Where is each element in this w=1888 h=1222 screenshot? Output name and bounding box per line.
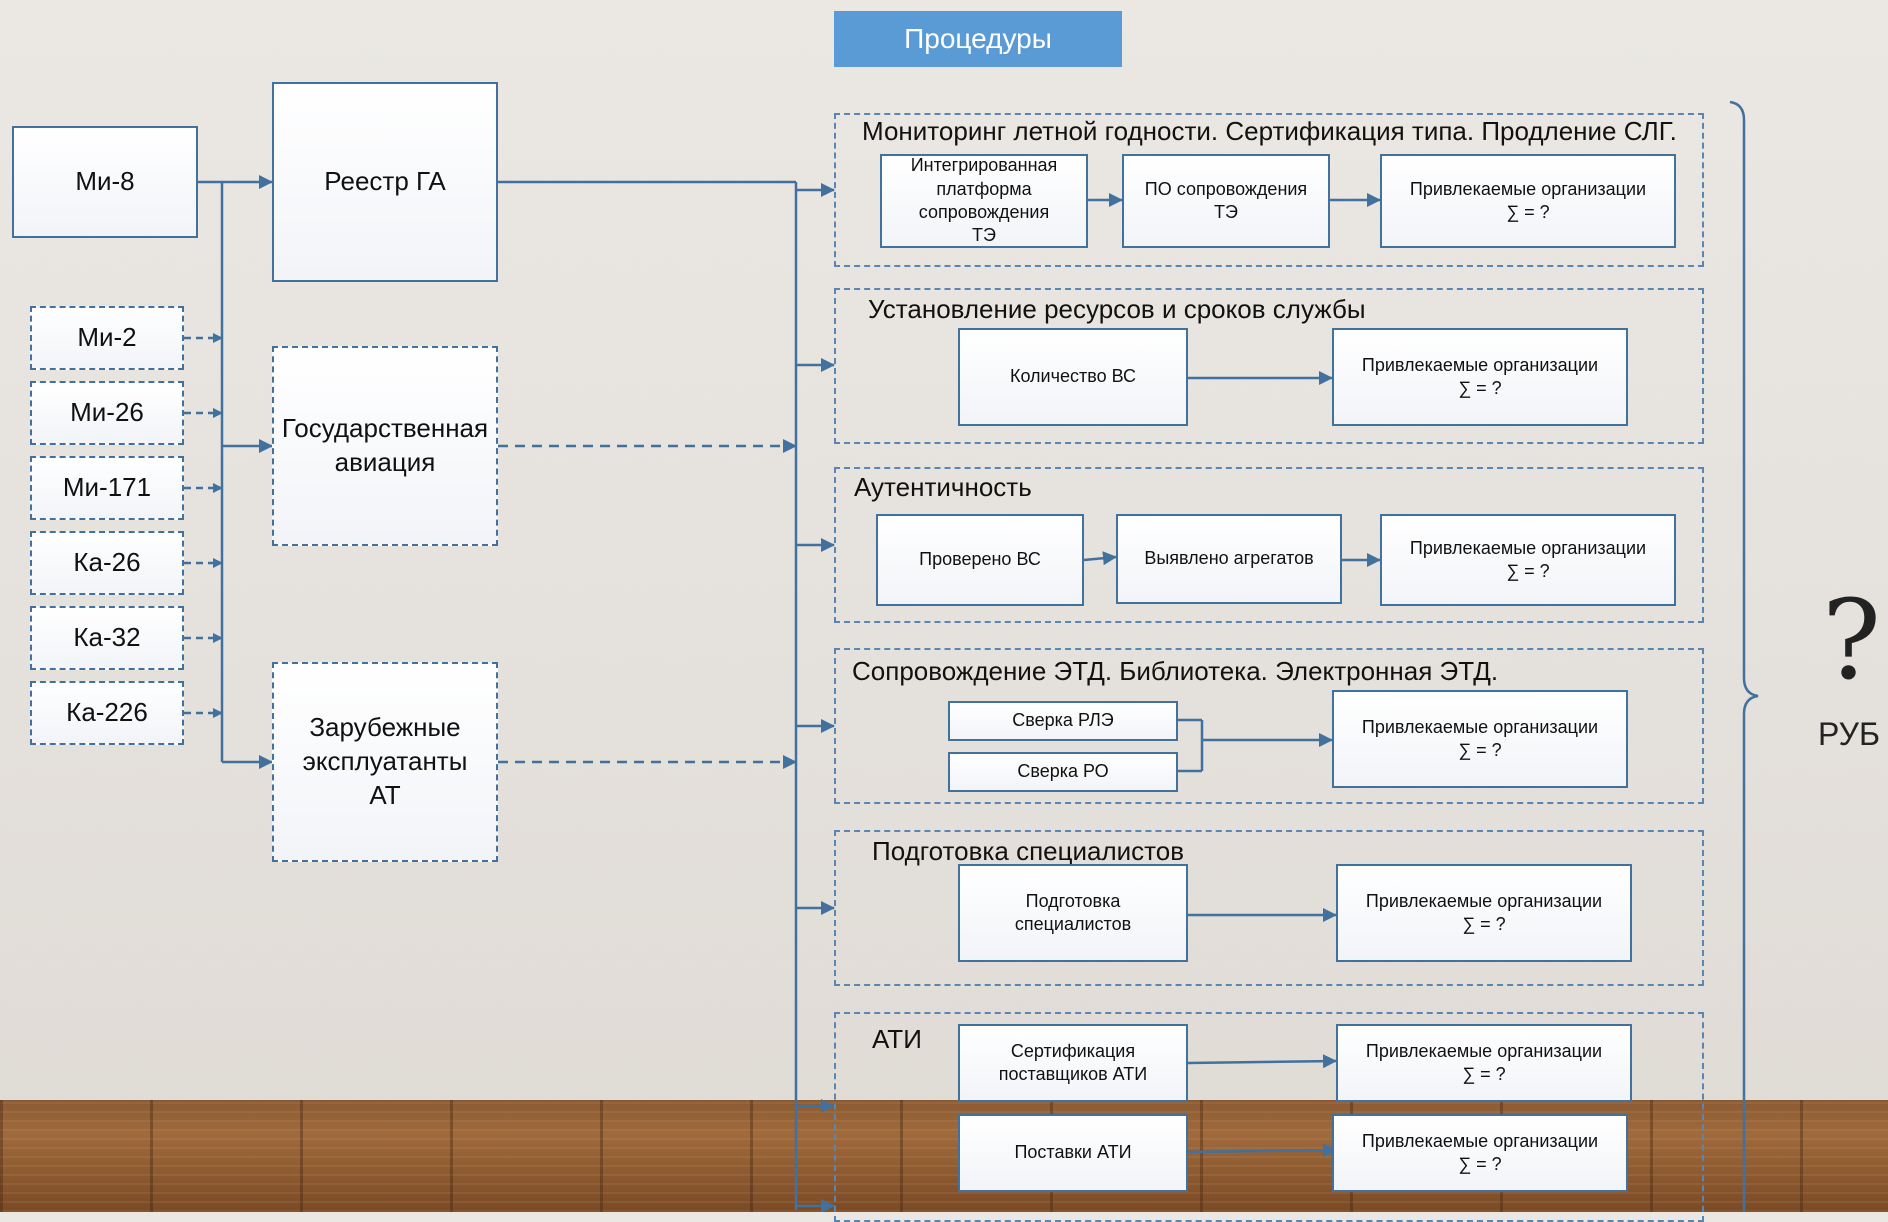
procedure-title-etd: Сопровождение ЭТД. Библиотека. Электронн… bbox=[852, 656, 1499, 686]
step-units-found: Выявлено агрегатов bbox=[1116, 514, 1342, 604]
result-label: Привлекаемые организации bbox=[1361, 354, 1599, 375]
result-organizations-3: Привлекаемые организации ∑ = ? bbox=[1380, 514, 1676, 606]
step-aircraft-count: Количество ВС bbox=[958, 328, 1188, 426]
result-organizations-7: Привлекаемые организации ∑ = ? bbox=[1332, 1114, 1628, 1192]
aircraft-mi26: Ми-26 bbox=[30, 381, 184, 445]
step-ati-supplies: Поставки АТИ bbox=[958, 1114, 1188, 1192]
result-label: Привлекаемые организации bbox=[1361, 716, 1599, 737]
result-sum: ∑ = ? bbox=[1462, 914, 1506, 934]
aircraft-mi171: Ми-171 bbox=[30, 456, 184, 520]
step-rle-check: Сверка РЛЭ bbox=[948, 701, 1178, 741]
procedure-frame-etd bbox=[834, 648, 1704, 804]
aircraft-ka226: Ка-226 bbox=[30, 681, 184, 745]
result-organizations-1: Привлекаемые организации ∑ = ? bbox=[1380, 154, 1676, 248]
aircraft-mi8: Ми-8 bbox=[12, 126, 198, 238]
procedures-header: Процедуры bbox=[834, 11, 1122, 67]
foreign-operators-box: Зарубежные эксплуатанты АТ bbox=[272, 662, 498, 862]
aircraft-mi2: Ми-2 bbox=[30, 306, 184, 370]
procedure-title-training: Подготовка специалистов bbox=[872, 836, 1185, 866]
result-sum: ∑ = ? bbox=[1458, 740, 1502, 760]
step-ro-check: Сверка РО bbox=[948, 752, 1178, 792]
result-label: Привлекаемые организации bbox=[1409, 537, 1647, 558]
result-label: Привлекаемые организации bbox=[1361, 1130, 1599, 1151]
result-sum: ∑ = ? bbox=[1506, 561, 1550, 581]
aircraft-ka26: Ка-26 bbox=[30, 531, 184, 595]
procedure-title-resources: Установление ресурсов и сроков службы bbox=[868, 294, 1366, 324]
total-currency-label: РУБ bbox=[1818, 716, 1880, 752]
procedure-frame-resources bbox=[834, 288, 1704, 444]
total-question-mark: ? bbox=[1822, 576, 1881, 704]
result-label: Привлекаемые организации bbox=[1409, 178, 1647, 199]
procedure-frame-authenticity bbox=[834, 467, 1704, 623]
result-sum: ∑ = ? bbox=[1462, 1064, 1506, 1084]
civil-registry-box: Реестр ГА bbox=[272, 82, 498, 282]
step-specialist-training: Подготовка специалистов bbox=[958, 864, 1188, 962]
step-aircraft-checked: Проверено ВС bbox=[876, 514, 1084, 606]
result-sum: ∑ = ? bbox=[1458, 378, 1502, 398]
step-ati-supplier-certification: Сертификация поставщиков АТИ bbox=[958, 1024, 1188, 1102]
step-integrated-platform: Интегрированная платформа сопровождения … bbox=[880, 154, 1088, 248]
procedure-title-ati: АТИ bbox=[872, 1024, 922, 1054]
result-sum: ∑ = ? bbox=[1458, 1154, 1502, 1174]
state-aviation-box: Государственная авиация bbox=[272, 346, 498, 546]
step-support-software: ПО сопровождения ТЭ bbox=[1122, 154, 1330, 248]
procedure-title-authenticity: Аутентичность bbox=[854, 472, 1032, 502]
result-label: Привлекаемые организации bbox=[1365, 890, 1603, 911]
result-organizations-2: Привлекаемые организации ∑ = ? bbox=[1332, 328, 1628, 426]
result-sum: ∑ = ? bbox=[1506, 202, 1550, 222]
procedure-title-monitoring: Мониторинг летной годности. Сертификация… bbox=[862, 116, 1677, 146]
result-organizations-4: Привлекаемые организации ∑ = ? bbox=[1332, 690, 1628, 788]
procedure-frame-monitoring bbox=[834, 113, 1704, 267]
aircraft-ka32: Ка-32 bbox=[30, 606, 184, 670]
procedure-frame-training bbox=[834, 830, 1704, 986]
result-organizations-5: Привлекаемые организации ∑ = ? bbox=[1336, 864, 1632, 962]
result-label: Привлекаемые организации bbox=[1365, 1040, 1603, 1061]
result-organizations-6: Привлекаемые организации ∑ = ? bbox=[1336, 1024, 1632, 1102]
